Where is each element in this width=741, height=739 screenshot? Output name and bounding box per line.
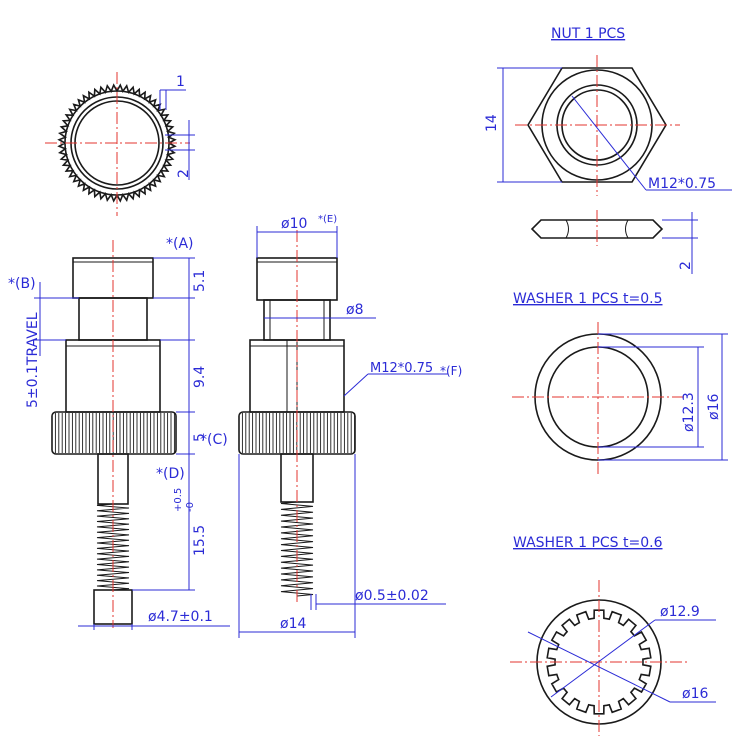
top-dim-2-label: 2 [176, 169, 192, 178]
front-view: 5.1 9.4 5 15.5 +0.5 -0 *(A) *(C) *(D) 5±… [8, 236, 230, 630]
front-note-b: *(B) [8, 276, 36, 292]
nut-view: NUT 1 PCS 14 M12*0.75 2 [484, 26, 732, 274]
washer2-inner-dim-line [550, 619, 656, 698]
side-dim-knurl: ø14 [280, 616, 306, 632]
side-view: ø10 *(E) ø8 M12*0.75 *(F) ø0.5±0.02 ø14 [238, 214, 462, 638]
top-view: 1 2 [45, 72, 195, 216]
front-dim-cap: 5.1 [192, 270, 208, 292]
side-note-f: *(F) [440, 364, 462, 378]
washer2-title: WASHER 1 PCS t=0.6 [513, 535, 663, 551]
washer2-outer-dim-line [527, 631, 671, 703]
side-dim-head: ø10 [281, 216, 307, 232]
side-dim-neck: ø8 [346, 302, 363, 318]
front-knurl-lines [54, 413, 175, 453]
washer1-title: WASHER 1 PCS t=0.5 [513, 291, 663, 307]
nut-hexagon [527, 67, 667, 183]
front-note-d: *(D) [156, 466, 185, 482]
nut-dim-height: 14 [484, 114, 500, 132]
washer2-dim-inner: ø12.9 [660, 604, 700, 620]
front-note-a: *(A) [166, 236, 194, 252]
front-dim-pin-tol-minus: -0 [185, 502, 196, 512]
front-dim-pin: 15.5 [192, 525, 208, 556]
front-dim-travel: 5±0.1TRAVEL [25, 312, 41, 408]
washer2-dim-outer: ø16 [682, 686, 708, 702]
front-dim-knurl: 5 [192, 433, 208, 442]
top-dim-1-label: 1 [176, 74, 185, 90]
side-thread-leader [343, 373, 369, 397]
side-note-e: *(E) [318, 214, 337, 225]
nut-dim-thick: 2 [678, 261, 694, 270]
side-thread: M12*0.75 [370, 361, 433, 376]
side-dim-wire: ø0.5±0.02 [355, 588, 429, 604]
front-dim-pin-tol-plus: +0.5 [173, 488, 184, 512]
nut-thread: M12*0.75 [648, 176, 716, 192]
washer1-dim-outer: ø16 [706, 394, 722, 420]
front-dim-body: 9.4 [192, 366, 208, 388]
nut-side-profile [530, 219, 664, 239]
nut-side-chamfers [565, 219, 629, 239]
front-note-c: *(C) [200, 432, 228, 448]
nut-thread-leader [571, 95, 647, 191]
washer1-view: WASHER 1 PCS t=0.5 ø12.3 ø16 [512, 291, 728, 474]
front-dim-tip: ø4.7±0.1 [148, 609, 213, 625]
side-knurl-lines [241, 413, 356, 453]
washer1-dim-inner: ø12.3 [681, 392, 697, 432]
washer2-view: WASHER 1 PCS t=0.6 ø12.9 ø16 [510, 535, 716, 736]
nut-title: NUT 1 PCS [551, 26, 625, 42]
